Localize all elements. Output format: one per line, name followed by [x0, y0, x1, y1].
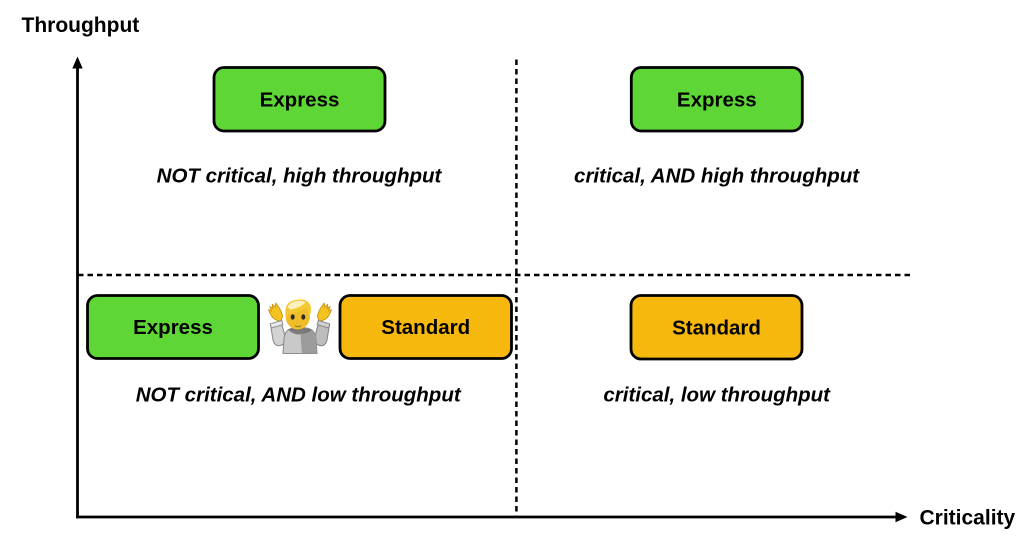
- svg-text:Standard: Standard: [381, 316, 470, 339]
- svg-text:critical, AND high throughput: critical, AND high throughput: [574, 165, 860, 188]
- svg-text:Criticality: Criticality: [920, 507, 1016, 530]
- svg-text:Express: Express: [677, 89, 757, 112]
- svg-text:Express: Express: [260, 89, 340, 112]
- svg-text:Standard: Standard: [672, 316, 761, 339]
- svg-text:critical, low throughput: critical, low throughput: [603, 384, 831, 407]
- svg-text:Throughput: Throughput: [22, 14, 140, 37]
- svg-text:Express: Express: [133, 316, 213, 339]
- svg-text:NOT critical, AND low throughp: NOT critical, AND low throughput: [136, 384, 462, 407]
- svg-text:NOT critical, high throughput: NOT critical, high throughput: [157, 165, 443, 188]
